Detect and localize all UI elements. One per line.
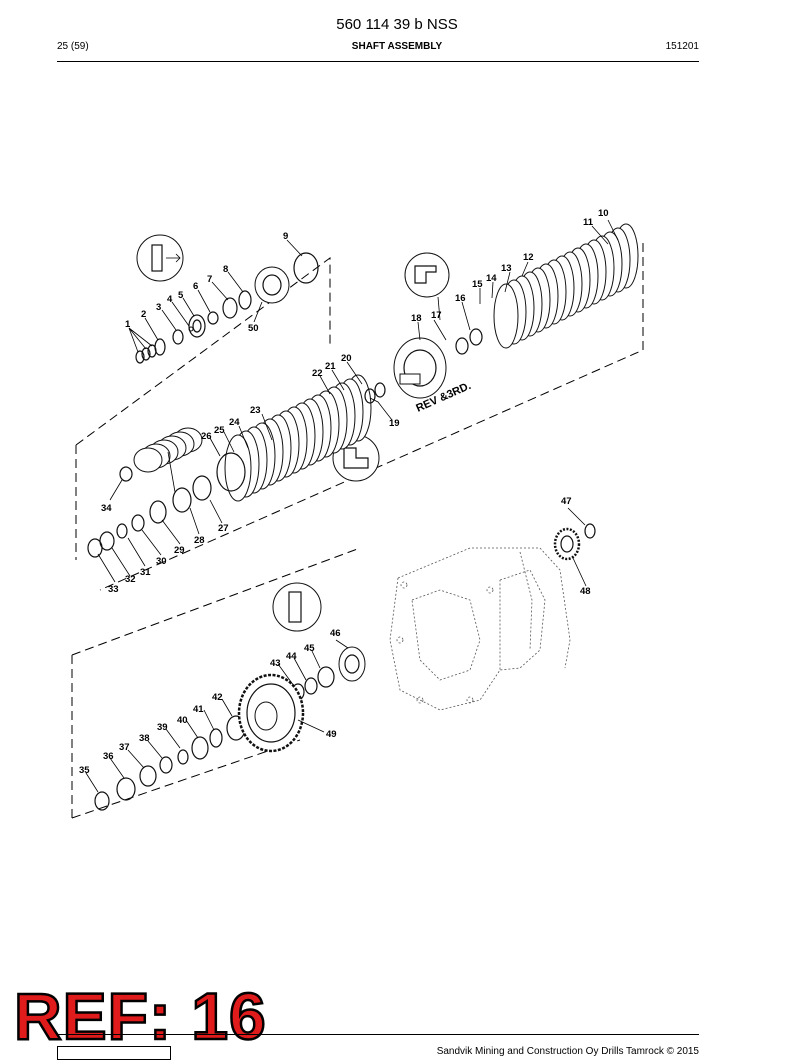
header-rule: [57, 61, 699, 62]
callout-37: 37: [119, 742, 130, 753]
callout-17: 17: [431, 310, 442, 321]
callout-45: 45: [304, 643, 315, 654]
callout-41: 41: [193, 704, 204, 715]
seal-icon-top: [404, 252, 450, 298]
callout-8: 8: [223, 264, 228, 275]
bearing-icon-bottom: [272, 582, 322, 632]
callout-38: 38: [139, 733, 150, 744]
callout-32: 32: [125, 574, 136, 585]
callout-15: 15: [472, 279, 483, 290]
callout-6: 6: [193, 281, 198, 292]
page-number: 25 (59): [57, 41, 89, 52]
callout-42: 42: [212, 692, 223, 703]
callout-49: 49: [326, 729, 337, 740]
callout-43: 43: [270, 658, 281, 669]
callout-16: 16: [455, 293, 466, 304]
callout-29: 29: [174, 545, 185, 556]
callout-23: 23: [250, 405, 261, 416]
callout-30: 30: [156, 556, 167, 567]
callout-31: 31: [140, 567, 151, 578]
callout-50: 50: [248, 323, 259, 334]
callout-11: 11: [583, 217, 594, 228]
callout-19: 19: [389, 418, 400, 429]
callout-10: 10: [598, 208, 609, 219]
callout-34: 34: [101, 503, 112, 514]
leader-lines: [85, 219, 619, 793]
callout-36: 36: [103, 751, 114, 762]
callout-47: 47: [561, 496, 572, 507]
callout-13: 13: [501, 263, 512, 274]
callout-26: 26: [201, 431, 212, 442]
callout-2: 2: [141, 309, 146, 320]
date-code: 151201: [665, 41, 699, 52]
lower-rings-group: [94, 646, 366, 811]
callout-28: 28: [194, 535, 205, 546]
callout-24: 24: [229, 417, 240, 428]
middle-rings-group: [87, 452, 246, 558]
small-gear: [553, 523, 596, 561]
spring-stack: [133, 427, 203, 473]
clutch-disc: [133, 447, 163, 473]
callout-22: 22: [312, 368, 323, 379]
callout-4: 4: [167, 294, 173, 305]
callout-18: 18: [411, 313, 422, 324]
callout-33: 33: [108, 584, 119, 595]
small-rings-group: [135, 252, 319, 364]
lower-frame: [71, 547, 361, 819]
document-number: 560 114 39 b NSS: [336, 16, 458, 33]
callout-7: 7: [207, 274, 212, 285]
callout-48: 48: [580, 586, 591, 597]
callout-5: 5: [178, 290, 184, 301]
transmission-housing: [389, 547, 571, 711]
large-gear: [237, 673, 305, 753]
callout-25: 25: [214, 425, 225, 436]
clutch-disc: [493, 283, 519, 349]
callout-40: 40: [177, 715, 188, 726]
callout-44: 44: [286, 651, 297, 662]
footer-rule: [57, 1034, 699, 1035]
callout-14: 14: [486, 273, 497, 284]
callout-46: 46: [330, 628, 341, 639]
callout-35: 35: [79, 765, 90, 776]
callout-9: 9: [283, 231, 288, 242]
callout-12: 12: [523, 252, 534, 263]
clutch-disc: [224, 434, 252, 502]
callout-21: 21: [325, 361, 336, 372]
callout-27: 27: [218, 523, 229, 534]
clutch-disc-stack-upper: [493, 223, 639, 349]
section-title: SHAFT ASSEMBLY: [351, 41, 443, 52]
ref-stamp: REF: 16: [13, 979, 267, 1053]
copyright-text: Sandvik Mining and Construction Oy Drill…: [436, 1046, 699, 1057]
bearing-icon-top: [136, 234, 184, 282]
callout-39: 39: [157, 722, 168, 733]
clutch-disc-stack-middle: [224, 374, 372, 502]
clutch-drum: [364, 328, 483, 404]
callout-20: 20: [341, 353, 352, 364]
callout-3: 3: [156, 302, 161, 313]
upper-frame: [75, 243, 644, 591]
company-logo: [57, 1046, 171, 1060]
callout-1: 1: [125, 319, 131, 330]
